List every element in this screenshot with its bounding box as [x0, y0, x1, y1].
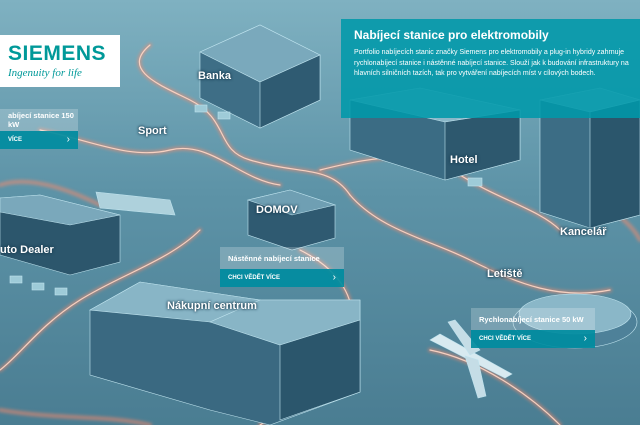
info-panel-description: Portfolio nabíjecích stanic značky Sieme…	[354, 49, 629, 77]
map-label-kancelar[interactable]: Kancelář	[560, 226, 607, 238]
card-title: Nástěnné nabíjecí stanice	[220, 247, 344, 269]
learn-more-button[interactable]: VÍCE ›	[0, 131, 78, 149]
map-label-nakupni-centrum[interactable]: Nákupní centrum	[167, 300, 257, 312]
map-label-sport[interactable]: Sport	[138, 125, 167, 137]
chevron-right-icon: ›	[583, 333, 587, 344]
map-label-banka[interactable]: Banka	[198, 70, 232, 82]
map-label-domov[interactable]: DOMOV	[256, 204, 298, 216]
learn-more-button[interactable]: CHCI VĚDĚT VÍCE ›	[471, 330, 595, 348]
siemens-logo[interactable]: SIEMENS Ingenuity for life	[0, 35, 120, 87]
card-wall-charger: Nástěnné nabíjecí stanice CHCI VĚDĚT VÍC…	[220, 247, 344, 287]
info-panel: Nabíjecí stanice pro elektromobily Portf…	[341, 19, 640, 118]
card-charging-150kw: abíjecí stanice 150 kW VÍCE ›	[0, 109, 78, 149]
brand-name: SIEMENS	[8, 42, 107, 65]
map-label-hotel[interactable]: Hotel	[450, 154, 478, 166]
card-fast-charger-50kw: Rychlonabíjecí stanice 50 kW CHCI VĚDĚT …	[471, 308, 595, 348]
map-label-letiste[interactable]: Letiště	[487, 268, 523, 280]
card-title: Rychlonabíjecí stanice 50 kW	[471, 308, 595, 330]
brand-tagline: Ingenuity for life	[8, 67, 82, 79]
map-label-auto-dealer[interactable]: uto Dealer	[0, 244, 54, 256]
info-panel-title: Nabíjecí stanice pro elektromobily	[354, 28, 549, 42]
chevron-right-icon: ›	[332, 272, 336, 283]
learn-more-label: CHCI VĚDĚT VÍCE	[479, 336, 532, 342]
card-title: abíjecí stanice 150 kW	[0, 109, 78, 131]
chevron-right-icon: ›	[66, 134, 70, 145]
learn-more-label: VÍCE	[8, 137, 23, 143]
learn-more-button[interactable]: CHCI VĚDĚT VÍCE ›	[220, 269, 344, 287]
learn-more-label: CHCI VĚDĚT VÍCE	[228, 275, 281, 281]
